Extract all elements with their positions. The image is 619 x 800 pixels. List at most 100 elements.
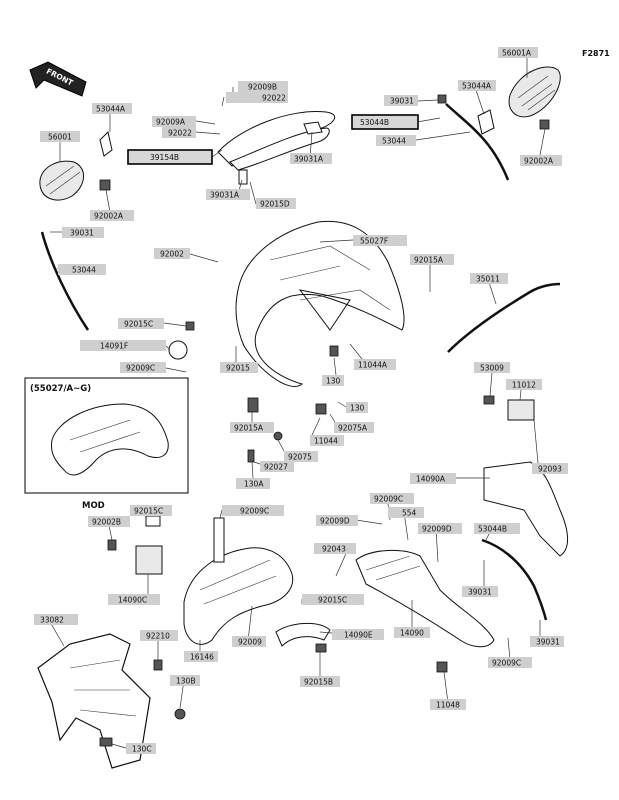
label-33082[interactable]: 33082 <box>34 614 78 625</box>
clip-left-part <box>99 131 113 157</box>
label-130A[interactable]: 130A <box>236 478 270 489</box>
svg-text:39031: 39031 <box>70 229 94 238</box>
svg-text:92002: 92002 <box>160 250 184 259</box>
label-39031[interactable]: 39031 <box>384 95 418 106</box>
stay-part <box>213 517 225 563</box>
svg-text:92015C: 92015C <box>134 507 163 516</box>
svg-text:92027: 92027 <box>264 463 288 472</box>
label-53044B-b[interactable]: 53044B <box>474 523 520 534</box>
inset-caption: (55027/A~G) <box>30 384 91 394</box>
label-53044B[interactable]: 53044B <box>351 114 419 130</box>
washer-part <box>273 431 283 441</box>
label-92009D-r[interactable]: 92009D <box>418 523 462 534</box>
label-53044[interactable]: 53044 <box>376 135 416 146</box>
label-92015D[interactable]: 92015D <box>256 198 296 209</box>
bolt-a-part <box>247 397 259 413</box>
label-92009C-r[interactable]: 92009C <box>488 657 532 668</box>
label-92009C-b[interactable]: 92009C <box>370 493 414 504</box>
svg-text:130A: 130A <box>244 480 264 489</box>
svg-text:92075A: 92075A <box>338 424 368 433</box>
label-14090A[interactable]: 14090A <box>410 473 456 484</box>
label-130-b[interactable]: 130 <box>346 402 368 413</box>
label-92009C-m[interactable]: 92009C <box>222 505 284 516</box>
label-92015A-b[interactable]: 92015A <box>230 422 274 433</box>
label-14090[interactable]: 14090 <box>394 627 430 638</box>
svg-text:130C: 130C <box>132 745 152 754</box>
front-cowl-part <box>235 220 405 387</box>
label-55027F[interactable]: 55027F <box>353 235 407 246</box>
panel-14090A-part <box>483 461 568 557</box>
label-39154B[interactable]: 39154B <box>127 149 213 165</box>
label-14090C[interactable]: 14090C <box>108 594 160 605</box>
svg-text:554: 554 <box>402 509 417 518</box>
svg-text:53044A: 53044A <box>462 82 492 91</box>
label-92009A[interactable]: 92009A <box>152 116 196 127</box>
label-130B[interactable]: 130B <box>170 675 200 686</box>
cable-left-part <box>40 231 90 331</box>
label-92015C-m[interactable]: 92015C <box>130 505 172 516</box>
clip-11048-part <box>436 661 448 673</box>
label-39031A-b[interactable]: 39031A <box>206 189 250 200</box>
svg-text:14091F: 14091F <box>100 342 128 351</box>
label-92075A[interactable]: 92075A <box>334 422 374 433</box>
label-53044A[interactable]: 53044A <box>458 80 496 91</box>
label-56001[interactable]: 56001 <box>40 131 80 142</box>
svg-text:92009C: 92009C <box>126 364 155 373</box>
label-11048[interactable]: 11048 <box>430 699 466 710</box>
label-92022-b[interactable]: 92022 <box>162 127 196 138</box>
label-92027[interactable]: 92027 <box>260 461 294 472</box>
label-92002A[interactable]: 92002A <box>520 155 562 166</box>
label-130[interactable]: 130 <box>322 375 344 386</box>
cable-35011-part <box>447 282 561 353</box>
label-130C[interactable]: 130C <box>126 743 156 754</box>
label-92002B[interactable]: 92002B <box>88 516 130 527</box>
svg-text:130: 130 <box>350 404 365 413</box>
label-14090E[interactable]: 14090E <box>332 629 384 640</box>
label-53044-l[interactable]: 53044 <box>58 264 106 275</box>
label-92043[interactable]: 92043 <box>314 543 356 554</box>
relay-part <box>507 399 535 421</box>
label-16146[interactable]: 16146 <box>184 651 218 662</box>
svg-text:39031: 39031 <box>468 588 492 597</box>
svg-text:53044B: 53044B <box>360 118 389 127</box>
svg-text:92002B: 92002B <box>92 518 121 527</box>
label-39031-l[interactable]: 39031 <box>62 227 104 238</box>
label-92009[interactable]: 92009 <box>232 636 266 647</box>
label-92009D[interactable]: 92009D <box>316 515 358 526</box>
svg-text:92015: 92015 <box>226 364 250 373</box>
label-53009[interactable]: 53009 <box>474 362 510 373</box>
label-53044A-l[interactable]: 53044A <box>92 103 132 114</box>
label-92009C[interactable]: 92009C <box>120 362 166 373</box>
label-92002[interactable]: 92002 <box>154 248 190 259</box>
label-14091F[interactable]: 14091F <box>80 340 166 351</box>
label-35011[interactable]: 35011 <box>470 273 508 284</box>
label-11044A[interactable]: 11044A <box>354 359 396 370</box>
label-39031-b[interactable]: 39031 <box>530 636 564 647</box>
label-92022[interactable]: 92022 <box>226 92 288 103</box>
svg-text:92009D: 92009D <box>422 525 452 534</box>
svg-text:92015D: 92015D <box>260 200 290 209</box>
label-92210[interactable]: 92210 <box>140 630 178 641</box>
svg-text:92015A: 92015A <box>414 256 444 265</box>
label-92009B[interactable]: 92009B <box>238 81 288 92</box>
clip-part <box>477 109 495 135</box>
label-92015C[interactable]: 92015C <box>118 318 164 329</box>
nut-part <box>329 345 339 357</box>
label-92015[interactable]: 92015 <box>220 362 258 373</box>
label-92075[interactable]: 92075 <box>284 451 318 462</box>
label-92015B[interactable]: 92015B <box>300 676 340 687</box>
center-panel-part <box>355 549 495 648</box>
label-92002A-l[interactable]: 92002A <box>90 210 134 221</box>
label-92093[interactable]: 92093 <box>532 463 568 474</box>
label-11044[interactable]: 11044 <box>310 435 344 446</box>
label-92015A[interactable]: 92015A <box>410 254 454 265</box>
svg-text:130B: 130B <box>176 677 195 686</box>
label-92015C-b[interactable]: 92015C <box>302 594 364 605</box>
label-39031A[interactable]: 39031A <box>290 153 332 164</box>
label-11012[interactable]: 11012 <box>506 379 542 390</box>
label-39031-m[interactable]: 39031 <box>462 586 498 597</box>
svg-text:92022: 92022 <box>168 129 192 138</box>
label-554[interactable]: 554 <box>388 507 424 518</box>
svg-text:92015B: 92015B <box>304 678 333 687</box>
label-56001A[interactable]: 56001A <box>498 47 538 58</box>
